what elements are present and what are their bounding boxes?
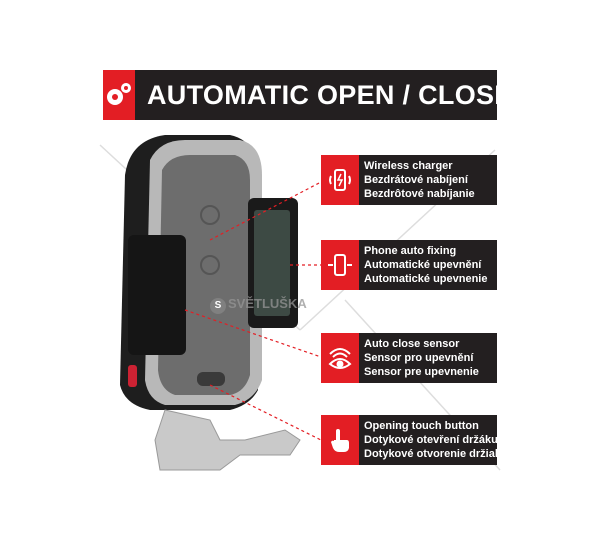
- feature-label-cz: Dotykové otevření držáku: [364, 434, 498, 446]
- feature-label-en: Opening touch button: [364, 420, 479, 432]
- gears-icon: [103, 70, 135, 120]
- watermark-text: SVĚTLUŠKA: [228, 296, 307, 311]
- feature-label-cz: Automatické upevnění: [364, 259, 482, 271]
- feature-label-sk: Sensor pre upevnenie: [364, 366, 479, 378]
- feature-label-cz: Sensor pro upevnění: [364, 352, 474, 364]
- feature-label-en: Phone auto fixing: [364, 245, 457, 257]
- banner-title: AUTOMATIC OPEN / CLOSE: [147, 79, 513, 110]
- title-banner: AUTOMATIC OPEN / CLOSE: [103, 70, 512, 120]
- feature-label-en: Auto close sensor: [364, 338, 460, 350]
- touch-hand-icon: [321, 415, 359, 465]
- phone-clamp-icon: [321, 240, 359, 290]
- wireless-charging-phone-icon: [321, 155, 359, 205]
- sensor-eye-icon: [321, 333, 359, 383]
- feature-label-cz: Bezdrátové nabíjení: [364, 174, 468, 186]
- feature-label-en: Wireless charger: [364, 160, 453, 172]
- feature-label-sk: Dotykové otvorenie držiaku: [364, 448, 508, 460]
- feature-label-sk: Bezdrôtové nabíjanie: [364, 188, 475, 200]
- feature-label-sk: Automatické upevnenie: [364, 273, 488, 285]
